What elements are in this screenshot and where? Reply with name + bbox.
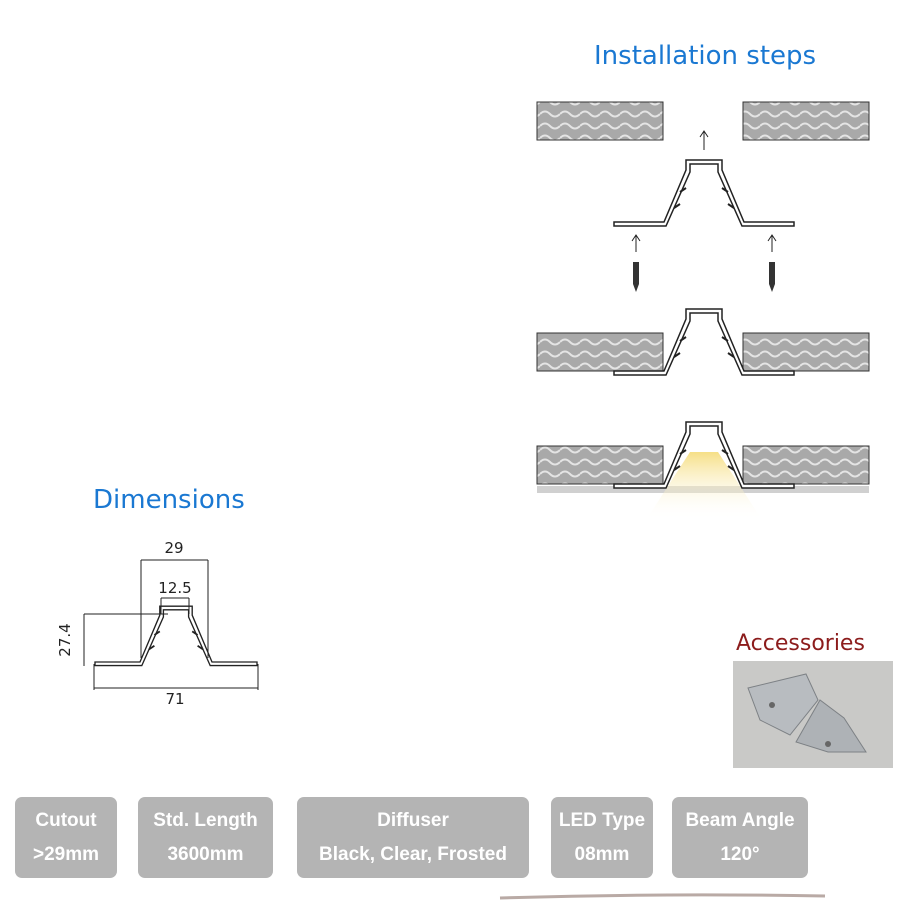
installation-step-3: [536, 421, 870, 520]
spec-label: LED Type: [558, 809, 646, 831]
ceiling-board-right: [742, 101, 870, 141]
installation-step-1: [536, 101, 870, 292]
spec-badge-cutout: Cutout >29mm: [15, 797, 117, 878]
dimensions-title: Dimensions: [93, 485, 245, 515]
accessories-photo: [733, 661, 893, 768]
spec-label: Beam Angle: [685, 809, 795, 831]
spec-badge-diffuser: Diffuser Black, Clear, Frosted: [297, 797, 529, 878]
dimension-drawing: 29 12.5 27.4 71: [56, 539, 259, 708]
decorative-line: [499, 893, 826, 900]
spec-label: Diffuser: [377, 809, 449, 831]
spec-value: >29mm: [32, 843, 100, 865]
dimension-height: 27.4: [56, 623, 74, 656]
spec-badge-length: Std. Length 3600mm: [138, 797, 273, 878]
arrow-up-icon: [631, 234, 777, 252]
spec-label: Cutout: [35, 809, 97, 831]
accessories-title: Accessories: [736, 631, 865, 656]
spec-badge-led-type: LED Type 08mm: [551, 797, 653, 878]
screw-icon: [633, 262, 775, 292]
ceiling-board-left: [536, 101, 664, 141]
dimension-cutout-width: 29: [164, 539, 183, 557]
spec-value: Black, Clear, Frosted: [319, 843, 507, 865]
spec-value: 120°: [720, 843, 760, 865]
installation-steps-title: Installation steps: [594, 41, 817, 71]
arrow-up-icon: [699, 130, 709, 150]
spec-value: 08mm: [574, 843, 630, 865]
dimension-channel-width: 12.5: [158, 579, 191, 597]
dimension-total-width: 71: [165, 690, 184, 708]
light-beam: [646, 452, 762, 520]
installation-step-2: [536, 308, 870, 376]
spec-value: 3600mm: [167, 843, 244, 865]
spec-badge-beam-angle: Beam Angle 120°: [672, 797, 808, 878]
spec-label: Std. Length: [153, 809, 258, 831]
